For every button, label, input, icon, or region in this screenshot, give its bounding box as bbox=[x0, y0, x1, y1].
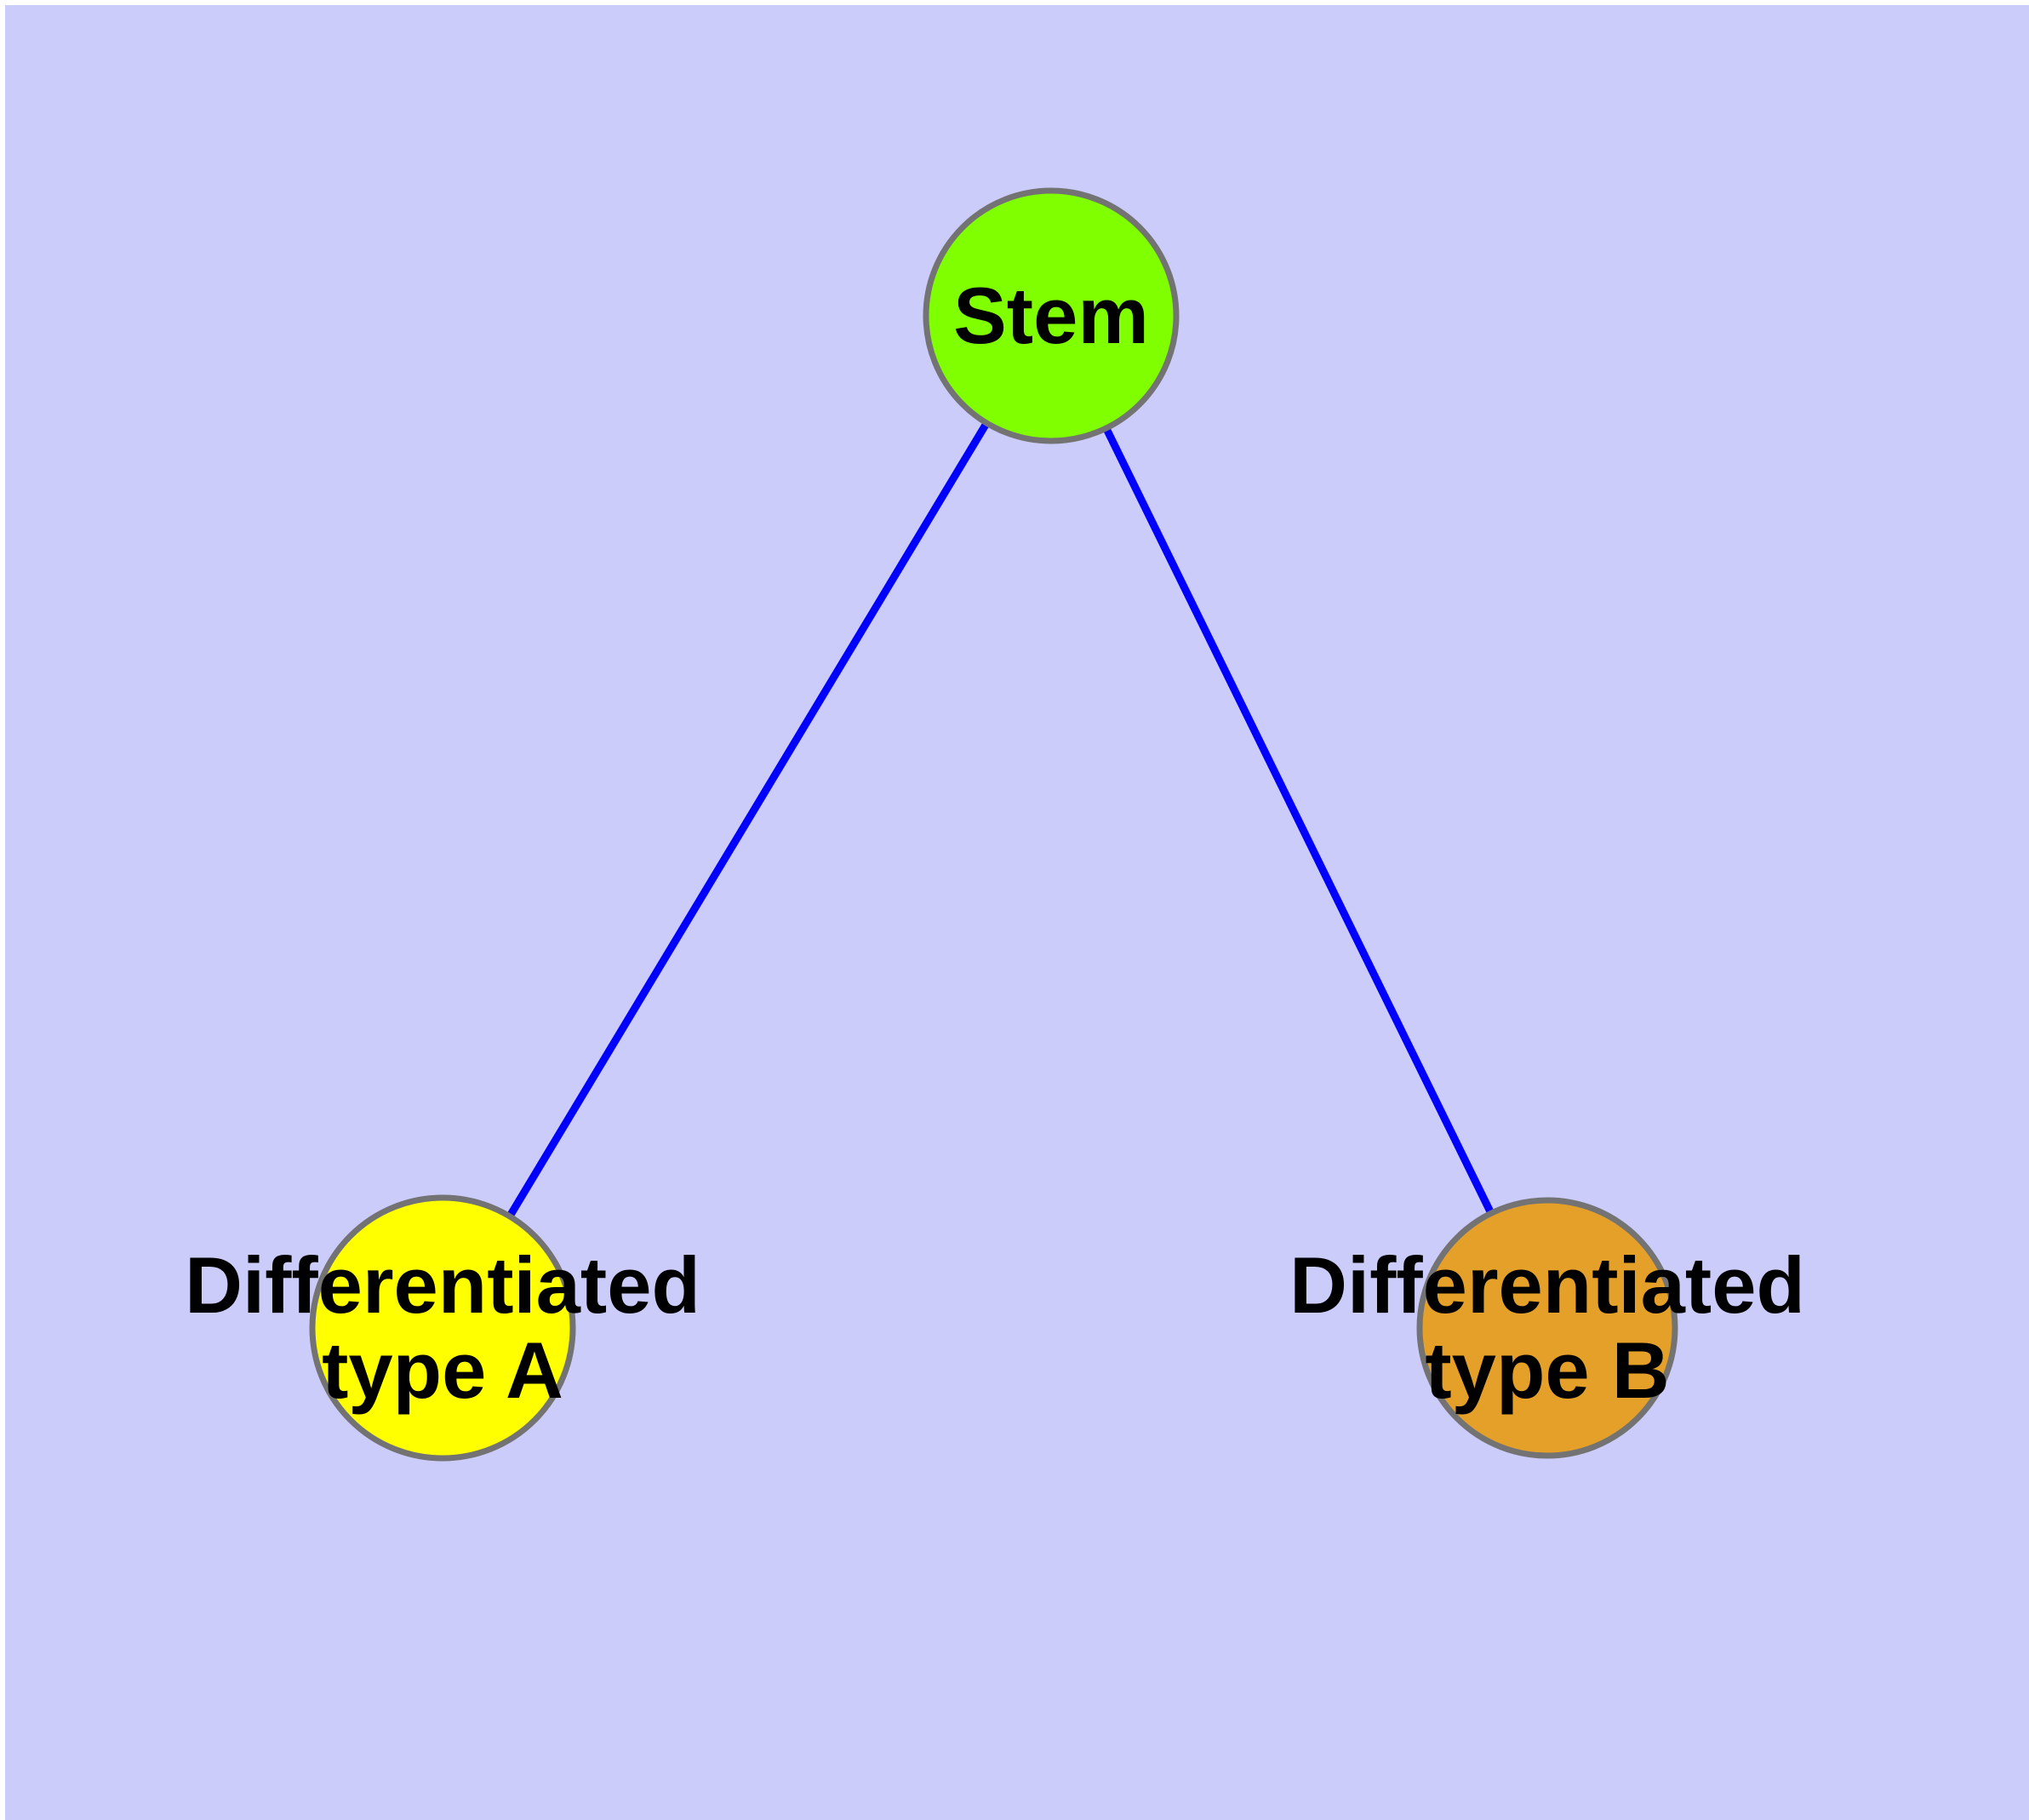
node-label-line: Stem bbox=[953, 271, 1149, 360]
node-stem[interactable] bbox=[923, 187, 1180, 444]
node-diff_b[interactable] bbox=[1416, 1197, 1678, 1459]
edges-layer bbox=[439, 313, 1552, 1331]
node-label-line: Differentiated bbox=[185, 1240, 700, 1330]
node-label-stem: Stem bbox=[953, 271, 1149, 360]
node-label-line: Differentiated bbox=[1289, 1240, 1805, 1330]
edge-stem-to-diff_b[interactable] bbox=[1047, 314, 1552, 1330]
node-label-line: type A bbox=[322, 1325, 563, 1415]
nodes-layer bbox=[309, 187, 1678, 1462]
node-diff_a[interactable] bbox=[309, 1194, 576, 1462]
node-label-line: type B bbox=[1425, 1325, 1669, 1415]
edge-stem-to-diff_a[interactable] bbox=[439, 313, 1055, 1331]
